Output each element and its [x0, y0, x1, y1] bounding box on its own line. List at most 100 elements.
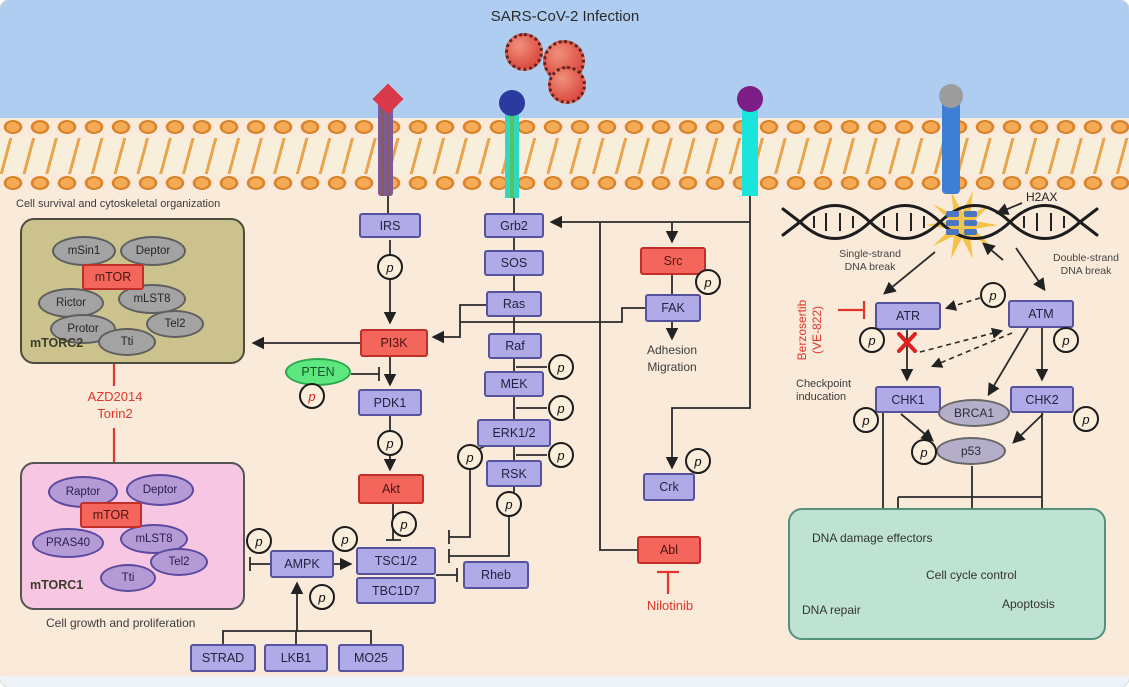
node-akt: Akt [358, 474, 424, 504]
dna-break-starburst [926, 191, 998, 259]
node-rheb: Rheb [463, 561, 529, 589]
virus-particle [548, 66, 586, 104]
outcome-dna-repair: DNA repair [802, 603, 861, 617]
node-chk1: CHK1 [875, 386, 941, 413]
blocked-signal-x [897, 332, 917, 353]
node-chk2: CHK2 [1010, 386, 1074, 413]
mtorc1-label: mTORC1 [30, 578, 84, 592]
mtorc2-rictor: Rictor [38, 288, 104, 318]
phospho-badge: p [548, 354, 574, 380]
label-dsb-1: Double-strand [1053, 252, 1119, 264]
node-sos: SOS [484, 250, 544, 276]
node-tbc1d7: TBC1D7 [356, 577, 436, 604]
mtorc2-protor: Protor [50, 314, 116, 344]
phospho-badge: p [853, 407, 879, 433]
node-strad: STRAD [190, 644, 256, 672]
node-brca1: BRCA1 [938, 399, 1010, 427]
label-adhesion: Adhesion [646, 343, 698, 357]
node-atm: ATM [1008, 300, 1074, 328]
node-src: Src [640, 247, 706, 275]
node-ampk: AMPK [270, 550, 334, 578]
mtorc2-tti: Tti [98, 328, 156, 356]
phospho-badge: p [391, 511, 417, 537]
phospho-badge: p [246, 528, 272, 554]
insulin-receptor-stalk [378, 102, 393, 196]
label-ssb-1: Single-strand [839, 248, 901, 260]
membrane-outer-leaflet [0, 116, 1129, 138]
membrane-lipid-tails [0, 138, 1129, 174]
phospho-badge: p [377, 430, 403, 456]
inhibitor-berzosertib-name: Berzosertib [795, 299, 809, 361]
mtorc2-tel2: Tel2 [146, 310, 204, 338]
node-pi3k: PI3K [360, 329, 428, 357]
phospho-badge: p [309, 584, 335, 610]
label-checkpoint-2: inducation [796, 391, 847, 403]
integrin-receptor-head-icon [737, 86, 763, 112]
rtk-receptor-head-icon [499, 90, 525, 116]
mtorc1-tel2: Tel2 [150, 548, 208, 576]
stress-receptor-stalk [942, 98, 960, 194]
phospho-badge: p [1053, 327, 1079, 353]
outcome-cell-cycle: Cell cycle control [926, 568, 1017, 582]
phospho-badge: p [695, 269, 721, 295]
node-p53: p53 [936, 437, 1006, 465]
mtorc2-mtor: mTOR [82, 264, 144, 290]
label-checkpoint-1: Checkpoint [796, 378, 852, 390]
inhibitor-berzosertib-alias: (VE-822) [810, 305, 824, 355]
mtorc2-caption: Cell survival and cytoskeletal organizat… [16, 198, 221, 210]
rtk-receptor-stalk [505, 108, 519, 198]
phospho-badge: p [332, 526, 358, 552]
node-mo25: MO25 [338, 644, 404, 672]
integrin-receptor-stalk [742, 104, 758, 196]
outcome-apoptosis: Apoptosis [1002, 597, 1055, 611]
node-pdk1: PDK1 [358, 389, 422, 416]
node-pten: PTEN [285, 358, 351, 386]
phospho-badge: p [548, 395, 574, 421]
outcome-effectors: DNA damage effectors [812, 531, 933, 545]
node-atr: ATR [875, 302, 941, 330]
dna-damage-outcome-box [788, 508, 1106, 640]
node-mek: MEK [484, 371, 544, 397]
mtorc1-mtor: mTOR [80, 502, 142, 528]
membrane-inner-leaflet [0, 172, 1129, 194]
node-erk12: ERK1/2 [477, 419, 551, 447]
mtorc1-deptor: Deptor [126, 474, 194, 506]
phospho-badge: p [548, 442, 574, 468]
node-grb2: Grb2 [484, 213, 544, 238]
dna-helix [781, 191, 1099, 259]
phospho-badge: p [1073, 406, 1099, 432]
mtorc1-pras40: PRAS40 [32, 528, 104, 558]
inhibitor-berzosertib: Berzosertib (VE-822) [795, 287, 835, 373]
mtorc1-mlst8: mLST8 [120, 524, 188, 554]
node-irs: IRS [359, 213, 421, 238]
node-crk: Crk [643, 473, 695, 501]
mtorc1-tti: Tti [100, 564, 156, 592]
inhibitor-torin2: Torin2 [97, 406, 133, 421]
phospho-badge: p [377, 254, 403, 280]
phospho-badge: p [685, 448, 711, 474]
node-raf: Raf [488, 333, 542, 359]
node-tsc12: TSC1/2 [356, 547, 436, 575]
node-abl: Abl [637, 536, 701, 564]
phospho-badge: p [299, 383, 325, 409]
phospho-badge: p [457, 444, 483, 470]
mtorc2-msin1: mSin1 [52, 236, 116, 266]
stress-receptor-head-icon [939, 84, 963, 108]
node-rsk: RSK [486, 460, 542, 487]
figure-title: SARS-CoV-2 Infection [490, 8, 640, 25]
h2ax-damage-marks [946, 211, 977, 235]
phospho-badge: p [911, 439, 937, 465]
virus-particle [505, 33, 543, 71]
label-dsb-2: DNA break [1060, 265, 1112, 277]
inhibitor-nilotinib: Nilotinib [646, 598, 694, 613]
node-lkb1: LKB1 [264, 644, 328, 672]
phospho-badge: p [496, 491, 522, 517]
label-h2ax: H2AX [1026, 190, 1058, 204]
inhibitor-azd2014: AZD2014 [87, 389, 143, 404]
phospho-badge: p [980, 282, 1006, 308]
label-migration: Migration [647, 360, 697, 374]
mtorc1-caption: Cell growth and proliferation [46, 616, 196, 630]
node-fak: FAK [645, 294, 701, 322]
mtorc2-deptor: Deptor [120, 236, 186, 266]
